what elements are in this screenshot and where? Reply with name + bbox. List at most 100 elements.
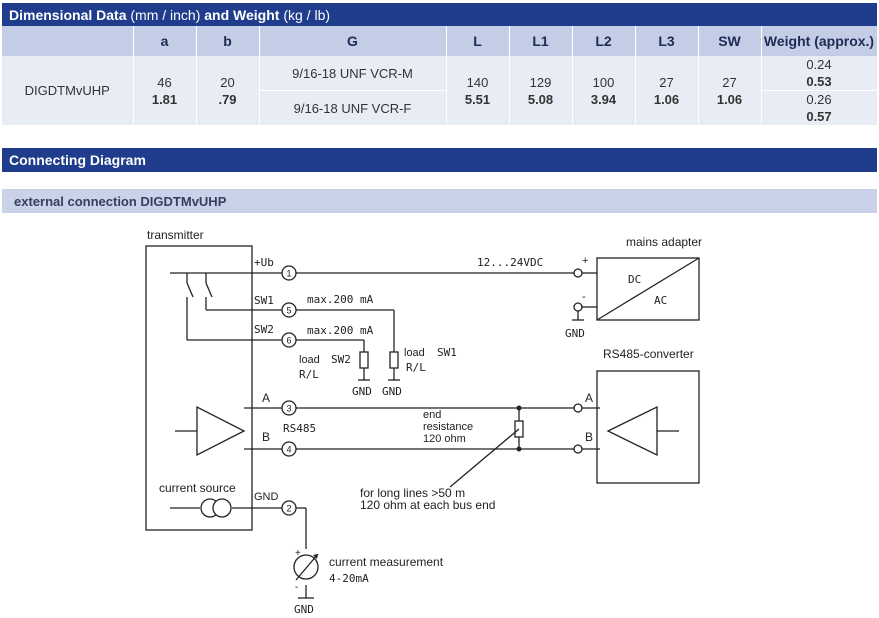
col-header-l: L [446,26,510,56]
load-sw1-name: SW1 [437,346,457,359]
load-sw2-label: load [299,354,320,366]
dimensional-data-header: Dimensional Data (mm / inch) and Weight … [2,3,877,26]
b-label: B [262,430,270,444]
connecting-diagram-header: Connecting Diagram [2,148,877,172]
meter-minus-label: - [295,582,298,593]
terminal-6 [281,332,297,348]
terminal-1-label: 1 [286,269,291,279]
current-source-label: current source [159,481,236,495]
col-header-b: b [196,26,260,56]
meter-plus-label: + [295,548,301,559]
current-measurement-label: current measurement [329,555,444,569]
ammeter-needle [295,553,319,581]
supply-voltage-label: 12...24VDC [477,256,543,269]
terminal-4 [281,441,297,457]
adapter-plus-terminal [573,268,583,278]
rs485-converter-box [596,370,700,484]
load-sw1-resistor [389,351,399,369]
col-header-sw: SW [698,26,762,56]
gnd-sw2-label: GND [352,385,372,398]
gnd-terminal-label: GND [254,491,279,503]
converter-a-label: A [585,391,593,405]
sw1-max-current-label: max.200 mA [307,293,374,306]
load-sw1-label: load [404,347,425,359]
value-mm: 100 [592,74,615,90]
value-mm: 27 [722,74,737,90]
cell-g-vcr-m: 9/16-18 UNF VCR-M [259,56,447,91]
rs485-label: RS485 [283,422,316,435]
rs485-driver-symbol [196,405,246,457]
ammeter-arrow [313,554,318,559]
converter-a-terminal [573,403,583,413]
value-mm: 27 [659,74,674,90]
mains-adapter-label: mains adapter [626,235,702,249]
end-resistance-line3: 120 ohm [423,433,466,445]
terminal-5-label: 5 [286,306,291,316]
terminal-4-label: 4 [286,445,291,455]
sw2-label: SW2 [254,323,274,336]
mains-adapter-box [596,257,700,321]
ub-label: +Ub [254,256,274,269]
header-unit-kg-lb: (kg / lb) [283,6,331,23]
value-inch: 1.06 [653,91,680,107]
value-inch: 3.94 [590,91,617,107]
value-mm: 129 [529,74,552,90]
terminal-3-label: 3 [286,404,291,414]
transmitter-box [145,245,253,531]
value-inch: .79 [218,91,237,107]
ac-label: AC [654,294,667,307]
table-header-row: a b G L L1 L2 L3 SW Weight (approx.) [2,26,878,56]
junction-a [516,405,522,411]
model-cell: DIGDTMvUHP [2,56,134,125]
terminal-1 [281,265,297,281]
terminal-6-label: 6 [286,336,291,346]
value-mm: 140 [466,74,489,90]
cell-weight-1: 0.24 0.53 [761,56,878,91]
transmitter-label: transmitter [147,228,204,242]
cell-g-vcr-f: 9/16-18 UNF VCR-F [259,90,447,125]
adapter-gnd-label: GND [565,327,585,340]
a-label: A [262,391,270,405]
col-header-model [2,26,134,56]
terminal-2-label: 2 [286,504,291,514]
value-inch: 5.51 [464,91,491,107]
load-sw2-name: SW2 [331,353,351,366]
terminal-5 [281,302,297,318]
rs485-receiver-symbol [606,405,658,457]
wiring-diagram: 1 5 6 3 4 2 transmitter mains adapter RS… [145,228,702,616]
cell-b: 20.79 [196,56,260,125]
value-mm: 46 [157,74,172,90]
switch-sw2-blade [186,282,194,298]
value-inch: 1.81 [151,91,178,107]
gnd-sw1-label: GND [382,385,402,398]
value-kg: 0.26 [806,92,832,107]
value-kg: 0.24 [806,57,832,72]
value-lb: 0.57 [806,109,832,124]
junction-b [516,446,522,452]
end-resistance-line2: resistance [423,421,473,433]
converter-b-terminal [573,444,583,454]
value-inch: 5.08 [527,91,554,107]
switch-sw1-blade [205,282,213,298]
adapter-minus-terminal [573,302,583,312]
long-lines-note-2: 120 ohm at each bus end [360,498,495,512]
col-header-weight: Weight (approx.) [761,26,878,56]
terminal-3 [281,400,297,416]
load-sw2-rl: R/L [299,368,319,381]
sw2-max-current-label: max.200 mA [307,324,374,337]
value-lb: 0.53 [806,74,832,89]
adapter-plus-label: + [582,255,588,267]
col-header-l1: L1 [509,26,573,56]
col-header-a: a [133,26,197,56]
header-title-weight: and Weight [204,6,280,23]
rs485-converter-label: RS485-converter [603,347,694,361]
long-lines-note-1: for long lines >50 m [360,486,465,500]
meter-gnd-label: GND [294,603,314,616]
